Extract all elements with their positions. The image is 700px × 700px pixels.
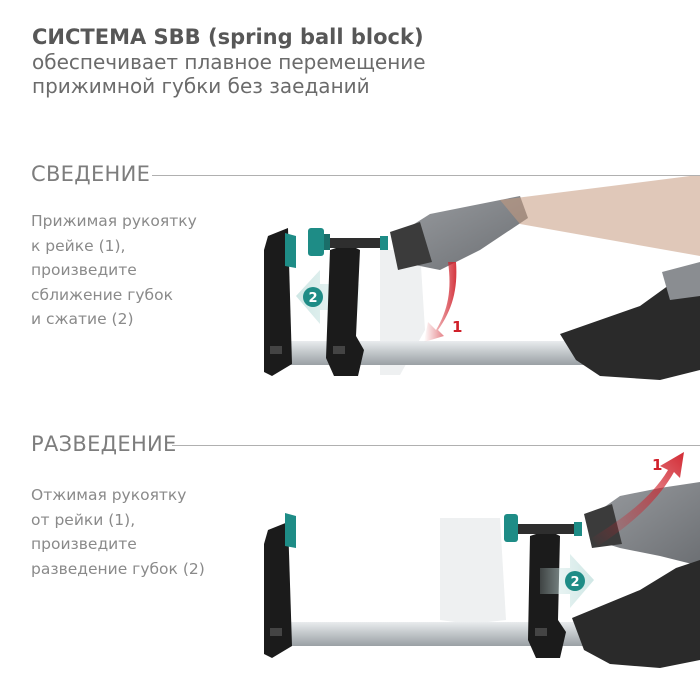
screw-knob — [504, 514, 518, 542]
section-description-opening: Отжимая рукоятку от рейки (1), произведи… — [31, 483, 205, 581]
clamp-screw — [516, 524, 582, 534]
screw-collar — [380, 236, 388, 250]
arrow-2-label: 2 — [308, 291, 317, 306]
description-line: к рейке (1), — [31, 236, 126, 255]
description-line: и сжатие (2) — [31, 310, 134, 328]
release-arrow — [592, 452, 684, 546]
arrow-2-label: 2 — [570, 575, 579, 590]
headline: СИСТЕМА SBB (spring ball block) обеспечи… — [32, 24, 426, 98]
opening-scene: 2 1 — [264, 452, 700, 668]
moving-jaw — [326, 244, 364, 376]
section-title-closing: СВЕДЕНИЕ — [31, 162, 151, 186]
screw-knob — [308, 228, 324, 256]
arrow-2-badge — [565, 571, 585, 591]
fixed-jaw-bolt — [270, 346, 282, 354]
closing-scene: 2 1 — [264, 176, 700, 380]
upper-arm — [500, 176, 700, 256]
moving-jaw-bolt — [535, 628, 547, 636]
screw-collar — [574, 522, 582, 536]
moving-jaw-bolt — [333, 346, 345, 354]
arrow-1-label: 1 — [652, 456, 662, 474]
fixed-jaw-bolt — [270, 628, 282, 636]
glove-lower-cuff — [662, 262, 700, 300]
section-divider-opening — [172, 445, 700, 446]
fixed-jaw-pad — [285, 513, 296, 548]
description-line: Прижимая рукоятку — [31, 212, 197, 230]
background-support-shape — [440, 518, 506, 624]
clamp-screw — [322, 238, 388, 248]
section-divider-closing — [152, 175, 700, 176]
headline-subtitle-line-1: обеспечивает плавное перемещение — [32, 50, 426, 74]
arrow-1-label: 1 — [452, 318, 462, 336]
description-line: Отжимая рукоятку — [31, 486, 187, 504]
press-arrow — [424, 262, 457, 342]
description-line: сближение губок — [31, 285, 173, 304]
fixed-jaw-pad — [285, 233, 296, 268]
glove-upper-fingers — [390, 222, 432, 270]
section-description-closing: Прижимая рукоятку к рейке (1), произведи… — [31, 209, 197, 332]
arrow-2-badge — [303, 287, 323, 307]
fixed-jaw — [264, 522, 292, 658]
description-line: произведите — [31, 535, 137, 553]
screw-knob-neck — [324, 234, 330, 250]
glove-lower-hand — [560, 272, 700, 380]
description-line: разведение губок (2) — [31, 559, 205, 578]
jaw-close-arrow — [296, 270, 360, 324]
headline-subtitle-line-2: прижимной губки без заеданий — [32, 74, 370, 98]
description-line: произведите — [31, 261, 137, 279]
glove-lower-hand — [572, 560, 700, 668]
section-title-opening: РАЗВЕДЕНИЕ — [31, 432, 177, 456]
headline-title: СИСТЕМА SBB (spring ball block) — [32, 25, 424, 49]
glove-upper-fingers — [584, 504, 622, 548]
description-line: от рейки (1), — [31, 510, 136, 529]
